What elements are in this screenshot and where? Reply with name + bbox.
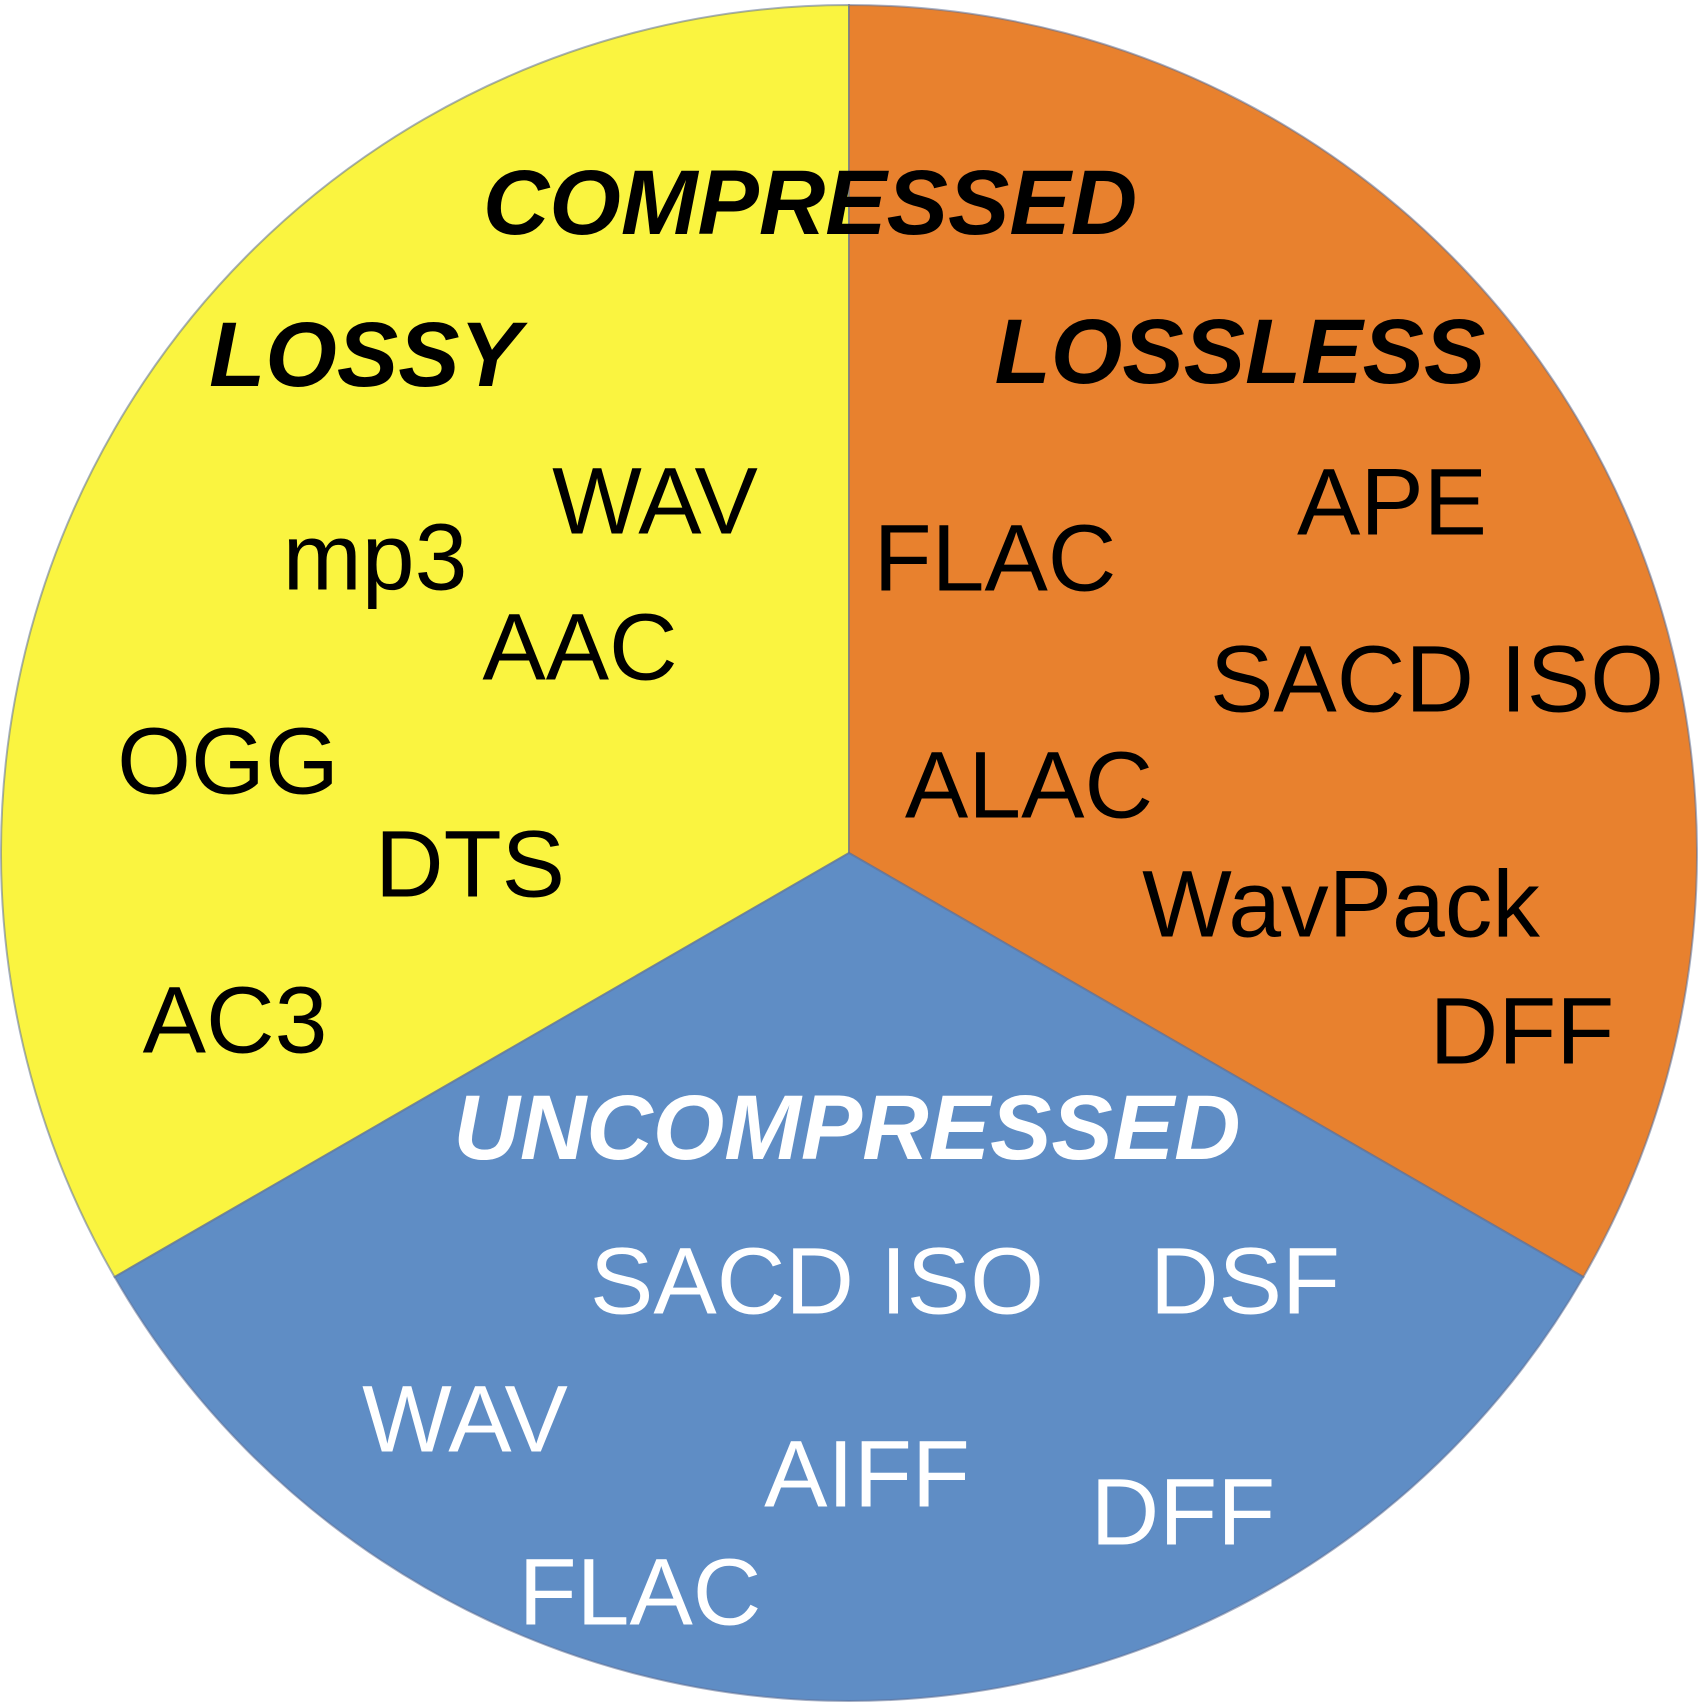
wedge-lossy [0, 3, 850, 1279]
format-label-lossy-ac3: AC3 [142, 967, 328, 1074]
format-label-uncompressed-wav: WAV [362, 1366, 568, 1473]
header-lossy: LOSSY [209, 304, 521, 406]
format-label-uncompressed-aiff: AIFF [764, 1421, 970, 1528]
format-label-uncompressed-dsf: DSF [1150, 1228, 1340, 1335]
format-label-lossless-sacd-iso: SACD ISO [1210, 626, 1664, 733]
format-label-uncompressed-flac: FLAC [518, 1539, 762, 1646]
format-label-lossless-alac: ALAC [904, 732, 1154, 839]
format-label-uncompressed-dff: DFF [1090, 1459, 1276, 1566]
format-label-lossy-dts: DTS [375, 811, 565, 918]
header-compressed: COMPRESSED [482, 152, 1138, 254]
format-label-lossless-dff: DFF [1429, 978, 1615, 1085]
wedge-lossless [848, 3, 1698, 1279]
format-label-lossy-aac: AAC [482, 594, 678, 701]
format-label-lossy-ogg: OGG [117, 708, 339, 815]
header-lossless: LOSSLESS [994, 301, 1486, 403]
format-label-lossless-ape: APE [1296, 449, 1488, 556]
format-label-lossless-flac: FLAC [873, 505, 1117, 612]
header-uncompressed: UNCOMPRESSED [453, 1077, 1241, 1179]
format-label-lossy-wav: WAV [552, 448, 758, 555]
format-label-lossy-mp3: mp3 [282, 504, 468, 611]
wedge-uncompressed [113, 851, 1585, 1703]
format-label-lossless-wavpack: WavPack [1142, 851, 1540, 958]
format-label-uncompressed-sacd-iso: SACD ISO [590, 1228, 1044, 1335]
